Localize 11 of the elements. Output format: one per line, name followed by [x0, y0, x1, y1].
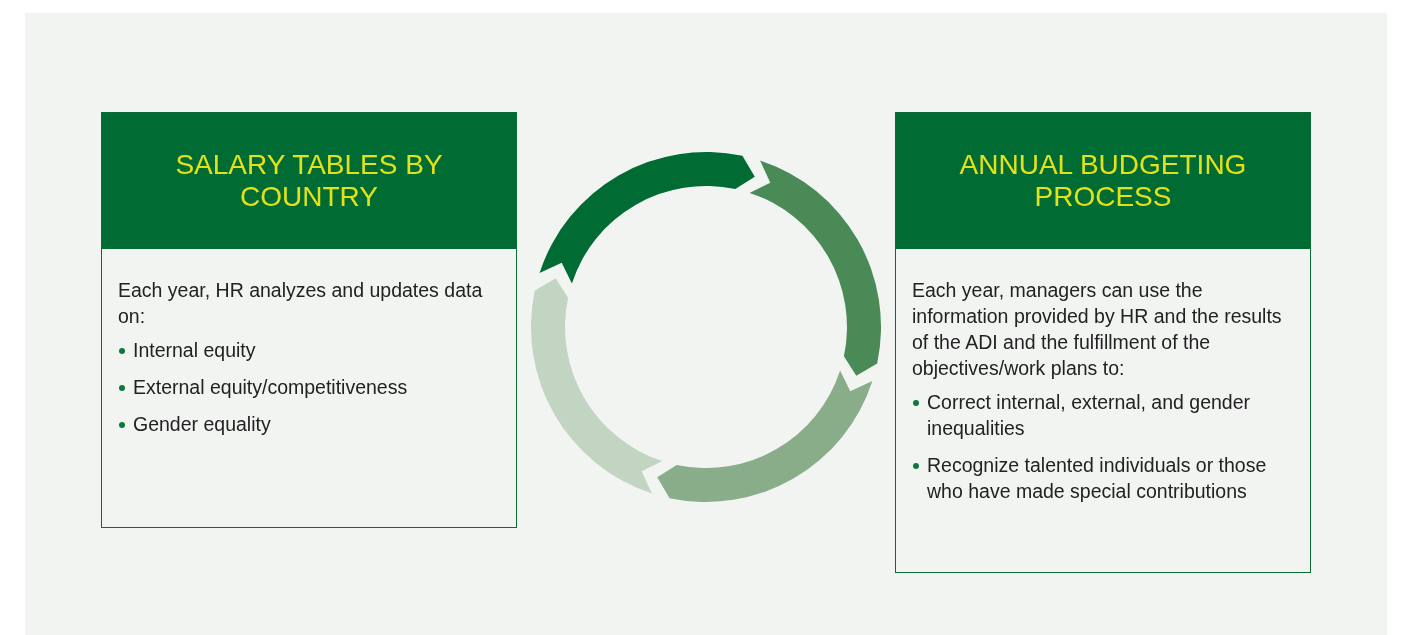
info-card: [101, 112, 517, 528]
body-text: Each year, HR analyzes and updates data on:: [118, 278, 484, 329]
card-heading: ANNUAL BUDGETING PROCESS: [896, 113, 1310, 249]
bullet-item: External equity/competitiveness: [118, 374, 502, 400]
info-card: [895, 112, 1311, 573]
bullet-item: Internal equity: [118, 337, 502, 363]
bullet-item: Recognize talented individuals or those who have made special contributions: [912, 452, 1296, 504]
card-heading: SALARY TABLES BY COUNTRY: [102, 113, 516, 249]
bullet-item: Correct internal, external, and gender inequalities: [912, 389, 1296, 441]
bullet-item: Gender equality: [118, 411, 502, 437]
body-text: Each year, managers can use the information provided by HR and the results of the ADI and the fulfillment of the objectives/work plans to:: [912, 278, 1283, 381]
